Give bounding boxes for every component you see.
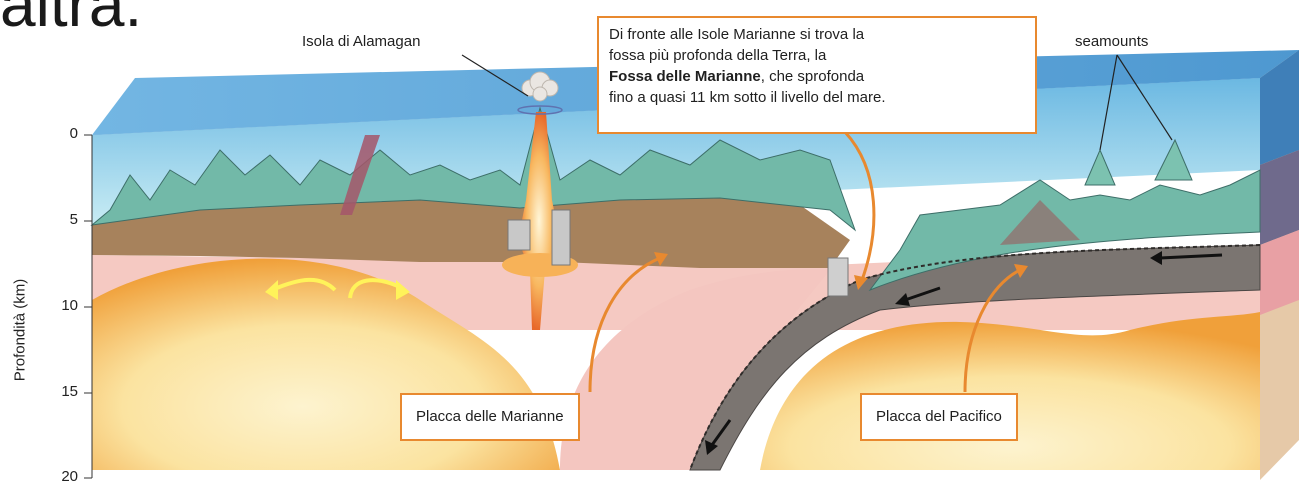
- label-placca-pacifico: Placca del Pacifico: [860, 393, 1018, 441]
- gray-block-1: [508, 220, 530, 250]
- callout-line-4: fino a quasi 11 km sotto il livello del …: [609, 89, 886, 106]
- trench-block: [828, 258, 848, 296]
- callout-mariana-trench: Di fronte alle Isole Marianne si trova l…: [597, 16, 1037, 134]
- depth-tick-label-20: 20: [38, 468, 78, 485]
- gray-block-2: [552, 210, 570, 265]
- asthenosphere-right: [760, 312, 1260, 470]
- depth-tick-label-10: 10: [38, 297, 78, 314]
- callout-line-3-rest: , che sprofonda: [761, 68, 864, 85]
- label-placca-marianne: Placca delle Marianne: [400, 393, 580, 441]
- block-side-crust: [1260, 150, 1299, 245]
- depth-tick-label-0: 0: [38, 125, 78, 142]
- depth-tick-label-15: 15: [38, 383, 78, 400]
- callout-line-2: fossa più profonda della Terra, la: [609, 47, 826, 64]
- label-island: Isola di Alamagan: [302, 33, 420, 50]
- callout-line-1: Di fronte alle Isole Marianne si trova l…: [609, 26, 864, 43]
- callout-bold-name: Fossa delle Marianne: [609, 68, 761, 85]
- label-seamounts: seamounts: [1075, 33, 1148, 50]
- depth-tick-label-5: 5: [38, 211, 78, 228]
- depth-axis-label: Profondità (km): [12, 279, 29, 382]
